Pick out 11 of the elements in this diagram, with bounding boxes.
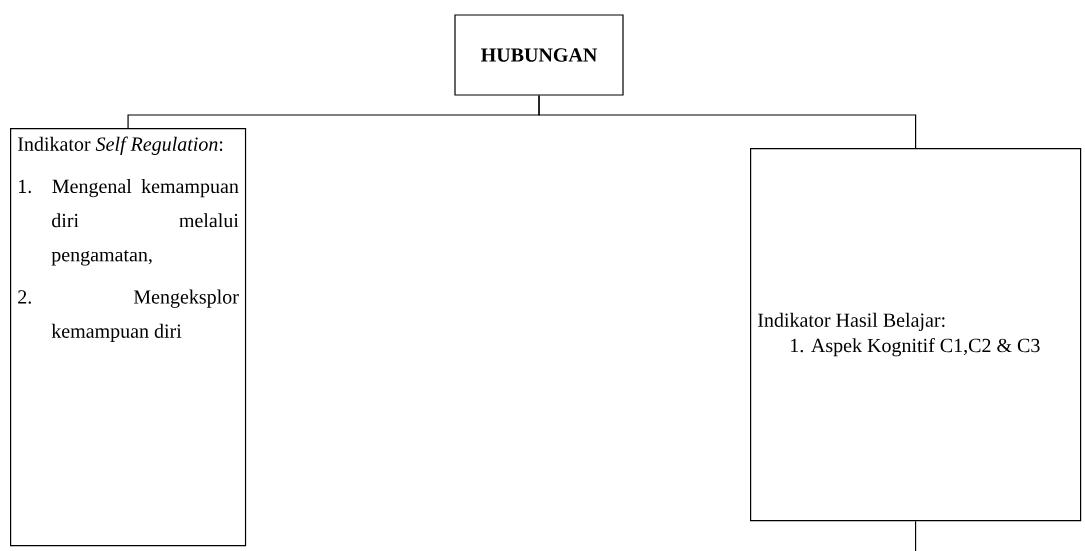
connector-line <box>915 520 917 551</box>
text-box <box>10 128 247 547</box>
list-item: 1. Aspek Kognitif C1,C2 & C3 <box>791 338 1040 357</box>
box-heading: Indikator Hasil Belajar: <box>758 312 945 331</box>
connector-line <box>538 95 917 149</box>
list-item: 2. Mengeksplor kemampuan diri <box>18 289 239 342</box>
title-text: HUBUNGAN <box>481 48 598 62</box>
text-box <box>750 148 1082 522</box>
list-item: 1. Mengenal kemampuan diri melalui pengamatan, <box>19 179 239 266</box>
box-heading: Indikator Self Regulation: <box>18 136 223 155</box>
title-box <box>454 14 624 96</box>
